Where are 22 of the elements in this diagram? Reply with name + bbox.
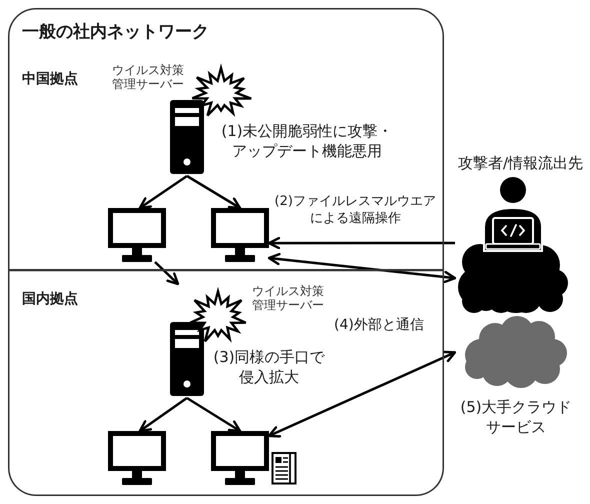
section-heading: 国内拠点 bbox=[22, 290, 78, 308]
monitor-icon bbox=[108, 431, 166, 485]
server-label: ウイルス対策管理サーバー bbox=[112, 63, 185, 92]
server-label: ウイルス対策管理サーバー bbox=[252, 284, 325, 313]
annotation: (3)同様の手口で侵入拡大 bbox=[212, 348, 326, 387]
arrow bbox=[186, 396, 242, 432]
double-arrow bbox=[268, 252, 456, 284]
arrow bbox=[268, 236, 455, 250]
monitor-icon bbox=[211, 208, 269, 262]
monitor-icon bbox=[108, 208, 166, 262]
arrow bbox=[186, 174, 242, 210]
arrow bbox=[154, 261, 180, 286]
arrow bbox=[138, 174, 188, 210]
double-arrow bbox=[268, 350, 456, 438]
network-boundary bbox=[8, 8, 444, 496]
section-heading: 中国拠点 bbox=[22, 70, 78, 88]
monitor-icon bbox=[211, 431, 269, 485]
attacker-label: 攻撃者/情報流出先 bbox=[458, 154, 584, 174]
arrow bbox=[138, 396, 188, 432]
annotation: (1)未公開脆弱性に攻撃・アップデート機能悪用 bbox=[220, 122, 394, 161]
cloud-label: (5)大手クラウドサービス bbox=[459, 398, 573, 437]
group-title: 一般の社内ネットワーク bbox=[22, 21, 209, 44]
